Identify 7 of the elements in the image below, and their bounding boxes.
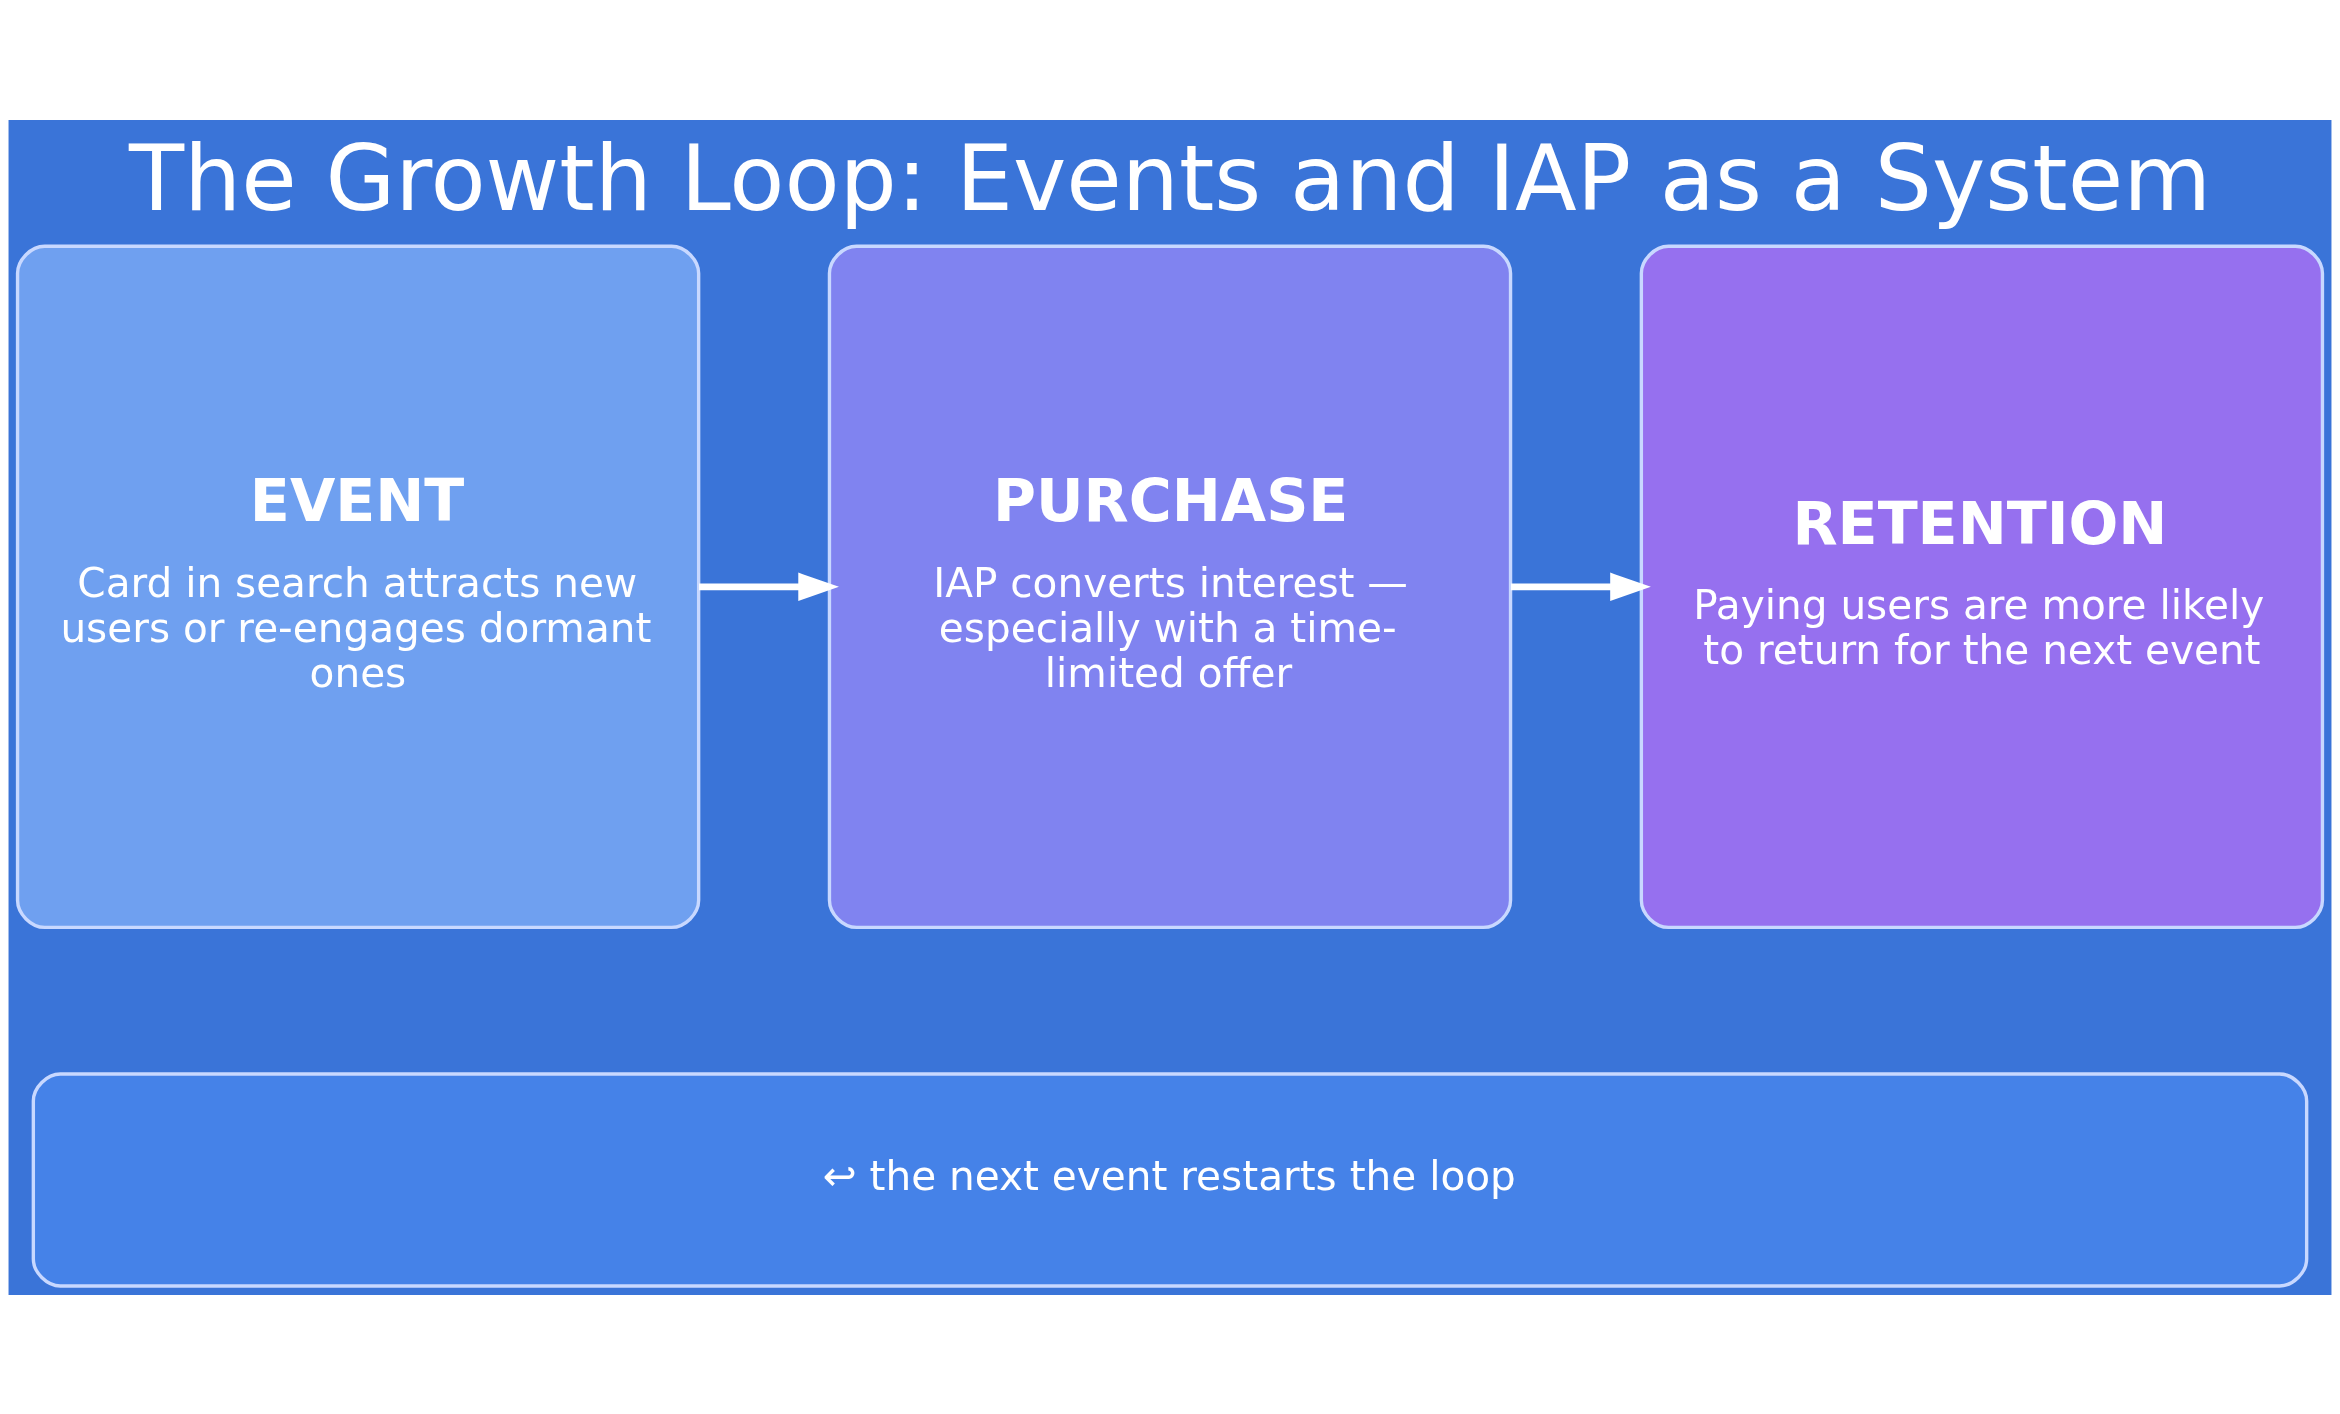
node-box: ↩ the next event restarts the loop (31, 1071, 2309, 1288)
node-box: PURCHASE IAP converts interest — especially with a time-limited offer (827, 244, 1513, 929)
node-box: RETENTION Paying users are more likely to return for the next event (1639, 244, 2325, 929)
arrow (1510, 572, 1651, 601)
arrow (699, 572, 839, 601)
diagram-title: The Growth Loop: Events and IAP as a System (128, 125, 2212, 231)
node-box: EVENT Card in search attracts new users or re-engages dormant ones (15, 244, 701, 929)
